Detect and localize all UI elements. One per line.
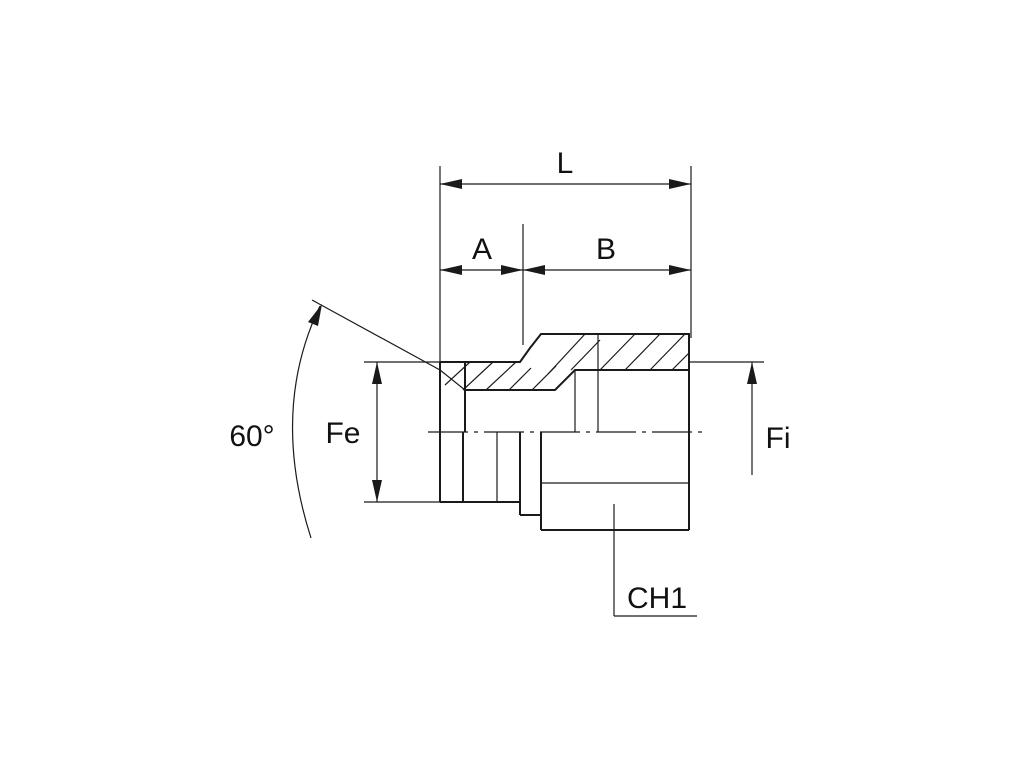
- label-b: B: [596, 233, 616, 266]
- label-fe: Fe: [325, 417, 360, 450]
- dimension-ch1: CH1: [613, 504, 697, 617]
- label-a: A: [472, 233, 492, 266]
- label-fi: Fi: [766, 422, 791, 455]
- label-l: L: [557, 147, 574, 180]
- fitting-section: [428, 333, 705, 531]
- section-hatch: [444, 333, 690, 391]
- dimension-fi: Fi: [689, 361, 791, 475]
- label-angle: 60°: [229, 420, 274, 453]
- label-ch1: CH1: [627, 582, 687, 615]
- dimension-fe: Fe: [325, 361, 440, 503]
- dimension-l: L: [439, 147, 692, 362]
- dimension-a-b: A B: [440, 224, 691, 345]
- dimension-angle: 60°: [229, 299, 441, 539]
